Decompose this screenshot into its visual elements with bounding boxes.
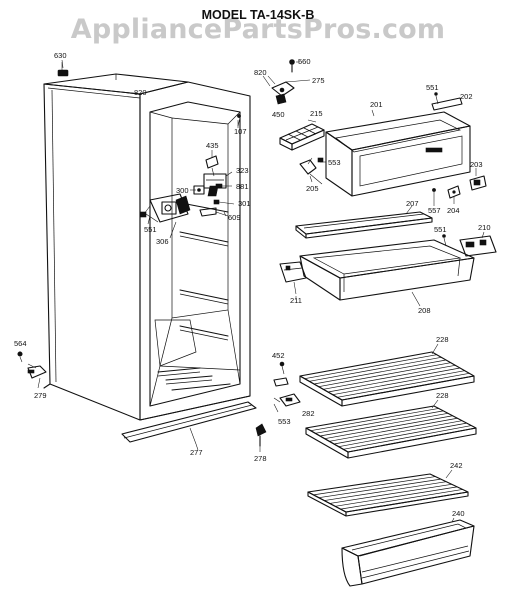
part-label-630: 630 xyxy=(54,51,67,60)
part-label-301: 301 xyxy=(238,199,251,208)
top-hinge-assembly xyxy=(267,59,295,105)
part-number-labels: 630 820 820 560 275 450 107 435 323 881 … xyxy=(14,51,491,518)
refrigerator-cabinet xyxy=(43,73,251,421)
leader-lines xyxy=(27,59,485,523)
shelf-support-parts xyxy=(273,361,301,413)
part-label-275: 275 xyxy=(312,76,325,85)
shelf-wire xyxy=(332,370,465,396)
shelf-wire xyxy=(338,422,467,448)
part-label-450: 450 xyxy=(272,110,285,119)
bottom-hinge-part xyxy=(27,365,47,389)
part-label-820: 820 xyxy=(254,68,267,77)
ice-tray-bracket xyxy=(299,157,324,185)
part-label-107: 107 xyxy=(234,127,247,136)
shelf-wire xyxy=(310,408,439,432)
part-label-609: 609 xyxy=(228,213,241,222)
part-label-553-top: 553 xyxy=(328,158,341,167)
freezer-door-part xyxy=(325,111,471,197)
part-label-282: 282 xyxy=(302,409,315,418)
part-label-204: 204 xyxy=(447,206,460,215)
shelf-wire xyxy=(324,415,453,440)
shelf-wire xyxy=(340,489,463,510)
pan-rail-right xyxy=(442,234,497,257)
part-label-242: 242 xyxy=(450,461,463,470)
part-label-306: 306 xyxy=(156,237,169,246)
part-label-435: 435 xyxy=(206,141,219,150)
shelf-wire xyxy=(327,367,461,393)
part-label-553-bottom: 553 xyxy=(278,417,291,426)
shelf-wire xyxy=(337,372,470,398)
part-label-881: 881 xyxy=(236,182,249,191)
pan-rail-left xyxy=(279,261,307,295)
leveling-leg-part xyxy=(255,423,267,447)
part-label-564: 564 xyxy=(14,339,27,348)
part-label-323: 323 xyxy=(236,166,249,175)
door-handle-part xyxy=(431,92,463,111)
shelf-wire xyxy=(324,481,447,501)
wire-shelf-lower xyxy=(305,405,477,459)
part-label-215: 215 xyxy=(310,109,323,118)
part-label-452: 452 xyxy=(272,351,285,360)
chiller-tray-part xyxy=(295,211,433,239)
part-label-228-lower: 228 xyxy=(436,391,449,400)
shelf-wire xyxy=(319,412,449,437)
part-label-228-upper: 228 xyxy=(436,335,449,344)
part-label-551-left: 551 xyxy=(144,225,157,234)
shelf-wire xyxy=(323,364,456,390)
part-label-277: 277 xyxy=(190,448,203,457)
shelf-wire xyxy=(304,354,437,380)
shelf-wire xyxy=(318,362,451,388)
part-label-820-top: 820 xyxy=(134,88,147,97)
temperature-control-assembly xyxy=(139,193,191,223)
part-label-551-right: 551 xyxy=(434,225,447,234)
part-label-208: 208 xyxy=(418,306,431,315)
shelf-wire xyxy=(313,476,436,496)
shelf-wire xyxy=(315,410,444,434)
shelf-wire xyxy=(343,425,472,450)
part-label-203: 203 xyxy=(470,160,483,169)
shelf-wire xyxy=(333,420,463,445)
crisper-drawer-part xyxy=(341,519,475,587)
shelf-wire xyxy=(335,486,458,507)
top-hinge-part xyxy=(57,62,69,77)
shelf-wire xyxy=(329,417,458,442)
shelf-wire xyxy=(329,483,452,504)
part-label-300: 300 xyxy=(176,186,189,195)
ice-tray-part xyxy=(279,123,325,151)
part-label-205: 205 xyxy=(306,184,319,193)
part-label-240: 240 xyxy=(452,509,465,518)
part-label-201: 201 xyxy=(370,100,383,109)
part-label-278: 278 xyxy=(254,454,267,463)
shelf-wire xyxy=(313,359,447,385)
part-label-210: 210 xyxy=(478,223,491,232)
toe-grille-part xyxy=(121,401,257,445)
wire-shelf-upper xyxy=(299,351,475,407)
door-latch-parts xyxy=(432,175,487,200)
crisper-cover-part xyxy=(307,473,469,517)
part-label-560: 560 xyxy=(298,57,311,66)
part-label-207: 207 xyxy=(406,199,419,208)
part-label-202: 202 xyxy=(460,92,473,101)
part-label-551-top: 551 xyxy=(426,83,439,92)
shelf-wire xyxy=(318,478,441,499)
shelf-wire xyxy=(309,356,442,382)
part-label-557: 557 xyxy=(428,206,441,215)
model-title: MODEL TA-14SK-B xyxy=(201,8,315,22)
part-label-211: 211 xyxy=(290,296,302,305)
part-label-279: 279 xyxy=(34,391,47,400)
screw-part xyxy=(17,351,23,363)
chiller-pan-part xyxy=(299,239,475,301)
